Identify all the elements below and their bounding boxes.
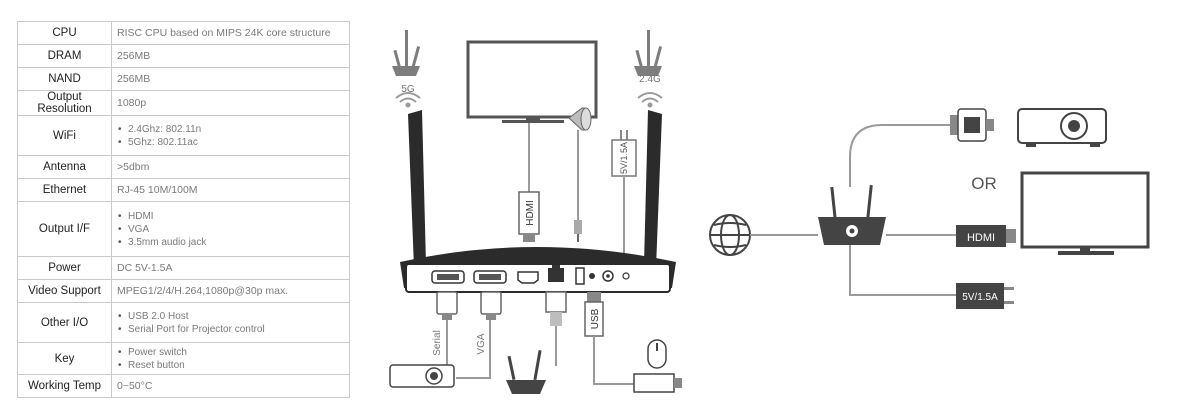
power-adapter-icon bbox=[956, 283, 1014, 309]
speaker-icon bbox=[568, 107, 592, 131]
audio-port bbox=[589, 273, 595, 279]
router-icon bbox=[818, 184, 886, 245]
ethernet-cable bbox=[545, 291, 567, 366]
spec-list-item: Reset button bbox=[118, 359, 344, 372]
antenna-5g-label: 5G bbox=[401, 84, 415, 95]
spec-value-list: 2.4Ghz: 802.11n5Ghz: 802.11ac bbox=[111, 115, 350, 156]
spec-label: Output Resolution bbox=[17, 90, 112, 116]
serial-cable bbox=[436, 291, 458, 372]
spec-list-item: 5Ghz: 802.11ac bbox=[118, 136, 344, 149]
projector-icon bbox=[389, 364, 455, 388]
spec-value: DC 5V-1.5A bbox=[111, 256, 350, 280]
mouse-icon bbox=[647, 339, 667, 369]
spec-value: 1080p bbox=[111, 90, 350, 116]
spec-value: 256MB bbox=[111, 44, 350, 68]
tv-icon bbox=[1020, 171, 1150, 255]
spec-list: HDMIVGA3.5mm audio jack bbox=[117, 210, 344, 249]
spec-list-item: Power switch bbox=[118, 346, 344, 359]
spec-list-item: USB 2.0 Host bbox=[118, 310, 344, 323]
antenna-24g-label: 2.4G bbox=[639, 74, 661, 85]
network-setup-diagram: OR HDMI 5V/1.5A bbox=[709, 108, 1150, 309]
usb-cable-label: USB bbox=[590, 308, 601, 329]
spec-label: Key bbox=[17, 342, 112, 375]
power-adapter-label: 5V/1.5A bbox=[962, 292, 998, 303]
or-label: OR bbox=[971, 174, 997, 193]
spec-list-item: Serial Port for Projector control bbox=[118, 323, 344, 336]
ethernet-port bbox=[548, 265, 564, 282]
wifi-signal-icon bbox=[637, 92, 663, 108]
spec-list-item: 3.5mm audio jack bbox=[118, 236, 344, 249]
spec-row: KeyPower switchReset button bbox=[17, 342, 350, 375]
spec-row: Antenna>5dbm bbox=[17, 155, 350, 179]
spec-value-list: HDMIVGA3.5mm audio jack bbox=[111, 201, 350, 257]
spec-label: DRAM bbox=[17, 44, 112, 68]
antenna-24g-icon bbox=[634, 30, 663, 76]
spec-list: Power switchReset button bbox=[117, 346, 344, 372]
hdmi-connector-label: HDMI bbox=[967, 232, 995, 244]
vga-cable bbox=[456, 291, 502, 379]
spec-label: Ethernet bbox=[17, 178, 112, 202]
vga-connector-icon bbox=[950, 108, 994, 142]
spec-label: Power bbox=[17, 256, 112, 280]
spec-value: 256MB bbox=[111, 67, 350, 91]
router-icon bbox=[506, 350, 546, 394]
spec-label: NAND bbox=[17, 67, 112, 91]
spec-value: >5dbm bbox=[111, 155, 350, 179]
hdmi-plug-label: HDMI bbox=[525, 200, 536, 226]
serial-cable-label: Serial bbox=[432, 330, 443, 356]
wifi-signal-icon bbox=[395, 92, 421, 108]
power-adapter-label: 5V/1.5A bbox=[619, 142, 629, 174]
spec-row: Output I/FHDMIVGA3.5mm audio jack bbox=[17, 201, 350, 257]
spec-list-item: 2.4Ghz: 802.11n bbox=[118, 123, 344, 136]
spec-label: Video Support bbox=[17, 279, 112, 303]
device-ports-diagram: 5G 2.4G 5V/1.5A HDMI bbox=[389, 30, 682, 394]
spec-row: WiFi2.4Ghz: 802.11n5Ghz: 802.11ac bbox=[17, 115, 350, 156]
power-port bbox=[602, 270, 614, 282]
power-adapter-icon bbox=[611, 130, 637, 274]
serial-port bbox=[431, 270, 465, 284]
hdmi-connector-icon bbox=[956, 225, 1016, 247]
spec-value: 0~50°C bbox=[111, 374, 350, 398]
vga-cable-label: VGA bbox=[476, 333, 487, 354]
spec-label: WiFi bbox=[17, 115, 112, 156]
hdmi-cable bbox=[518, 123, 540, 242]
audio-cable bbox=[574, 130, 582, 242]
usb-stick-icon bbox=[633, 373, 682, 393]
usb-cable bbox=[584, 292, 634, 385]
spec-value-list: USB 2.0 HostSerial Port for Projector co… bbox=[111, 302, 350, 343]
spec-label: Working Temp bbox=[17, 374, 112, 398]
spec-list: 2.4Ghz: 802.11n5Ghz: 802.11ac bbox=[117, 123, 344, 149]
spec-value: MPEG1/2/4/H.264,1080p@30p max. bbox=[111, 279, 350, 303]
spec-row: Other I/OUSB 2.0 HostSerial Port for Pro… bbox=[17, 302, 350, 343]
hdmi-port bbox=[517, 271, 539, 284]
spec-label: Other I/O bbox=[17, 302, 112, 343]
spec-value-list: Power switchReset button bbox=[111, 342, 350, 375]
spec-label: CPU bbox=[17, 21, 112, 45]
spec-label: Output I/F bbox=[17, 201, 112, 257]
tv-icon bbox=[466, 40, 598, 123]
spec-list: USB 2.0 HostSerial Port for Projector co… bbox=[117, 310, 344, 336]
spec-list-item: VGA bbox=[118, 223, 344, 236]
spec-list-item: HDMI bbox=[118, 210, 344, 223]
reset-button bbox=[622, 272, 630, 280]
vga-port bbox=[473, 270, 507, 284]
spec-label: Antenna bbox=[17, 155, 112, 179]
globe-icon bbox=[709, 214, 751, 256]
spec-value: RISC CPU based on MIPS 24K core structur… bbox=[111, 21, 350, 45]
spec-value: RJ-45 10M/100M bbox=[111, 178, 350, 202]
usb-port bbox=[575, 267, 585, 285]
projector-icon bbox=[1017, 108, 1107, 147]
antenna-5g-icon bbox=[392, 30, 421, 76]
